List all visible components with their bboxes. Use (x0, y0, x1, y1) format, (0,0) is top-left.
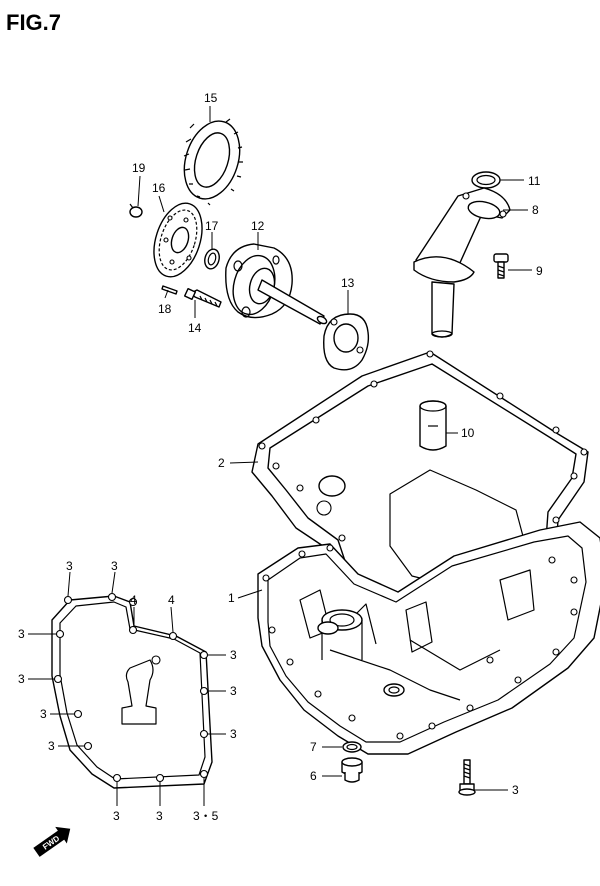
oil-pump-gear-ring (183, 118, 243, 206)
callout-9: 9 (536, 264, 543, 278)
forward-arrow-icon: FWD (33, 826, 71, 857)
bolt-layout-outline (51, 592, 213, 789)
washer (204, 248, 220, 270)
strainer-bolt (493, 253, 509, 279)
callout-2: 2 (218, 456, 225, 470)
callout-3-bottom-1: 3 (113, 809, 120, 823)
callout-17: 17 (205, 219, 219, 233)
callout-18: 18 (158, 302, 172, 316)
callout-8: 8 (532, 203, 539, 217)
callout-3-right-1: 3 (230, 648, 237, 662)
oil-strainer (413, 187, 511, 338)
pump-bolt (183, 287, 222, 308)
o-ring (471, 171, 501, 189)
drain-plug (341, 757, 363, 783)
callout-4-right: 4 (168, 593, 175, 607)
callout-3-right-2: 3 (230, 684, 237, 698)
callout-1: 1 (228, 591, 235, 605)
callout-labels: 15 19 16 17 12 18 14 13 11 8 9 10 2 1 7 … (18, 91, 543, 823)
callout-19: 19 (132, 161, 146, 175)
oil-pan (257, 521, 600, 755)
callout-4-left: 4 (130, 593, 137, 607)
oil-pump-sprocket (153, 202, 203, 278)
callout-11: 10 (461, 426, 475, 440)
callout-10: 11 (528, 174, 541, 188)
dowel-pipe (419, 400, 447, 451)
pin (161, 285, 178, 295)
callout-3-bottom-2: 3 (156, 809, 163, 823)
callout-12: 12 (251, 219, 265, 233)
oil-pan-bolt (458, 759, 476, 796)
callout-3-5: 3・5 (193, 809, 219, 823)
callout-3-left-2: 3 (18, 672, 25, 686)
callout-13: 13 (341, 276, 355, 290)
callout-3-right-3: 3 (230, 727, 237, 741)
callout-3-left-4: 3 (48, 739, 55, 753)
drain-plug-gasket (342, 741, 362, 753)
circlip (129, 203, 143, 218)
callout-3-top-left: 3 (66, 559, 73, 573)
callout-14: 14 (188, 321, 202, 335)
callout-6: 6 (310, 769, 317, 783)
oil-pump (225, 243, 328, 325)
callout-7: 7 (310, 740, 317, 754)
callout-16: 16 (152, 181, 166, 195)
callout-3-top-mid: 3 (111, 559, 118, 573)
callout-15: 15 (204, 91, 218, 105)
leader-lines (28, 106, 532, 806)
oil-pump-gasket (323, 313, 370, 371)
figure-title: FIG.7 (6, 10, 61, 35)
callout-3-left-1: 3 (18, 627, 25, 641)
callout-3-left-3: 3 (40, 707, 47, 721)
callout-3-bolt: 3 (512, 783, 519, 797)
